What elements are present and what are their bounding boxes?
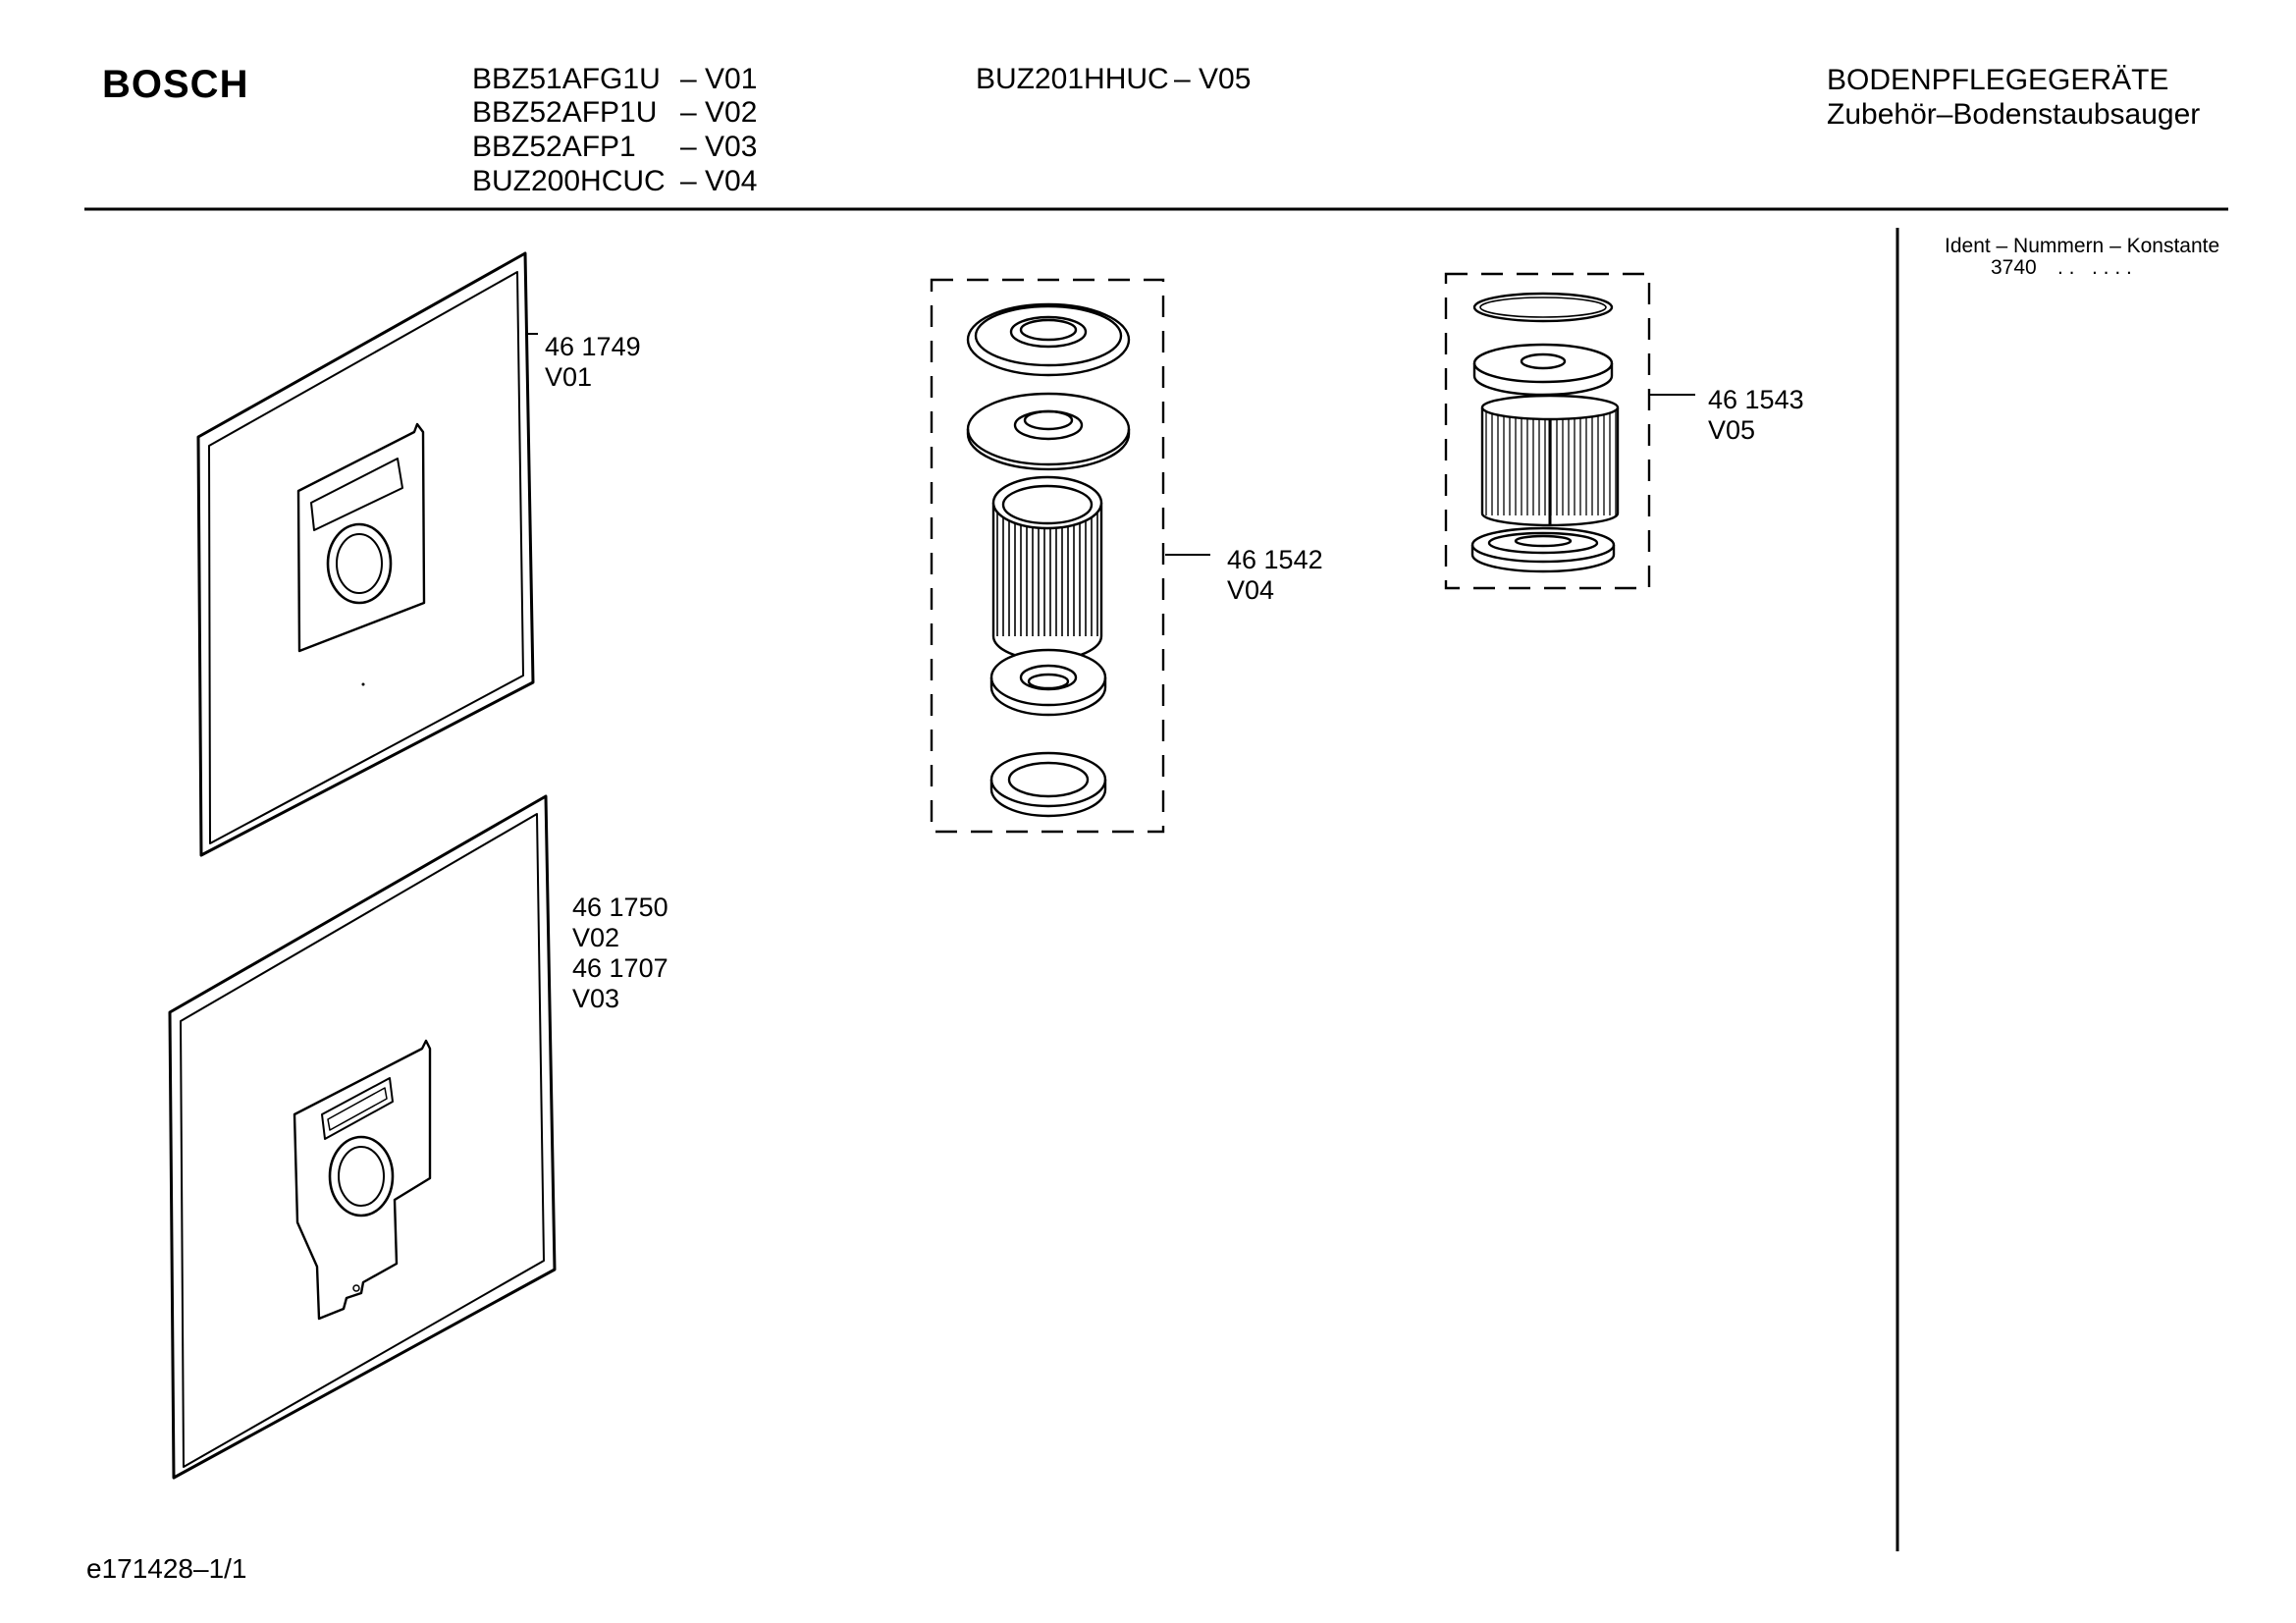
model-variant-2: – V02	[680, 96, 758, 129]
filter-kit-v04	[930, 278, 1165, 834]
part-number-461750: 46 1750	[572, 893, 668, 922]
part-number-461707: 46 1707	[572, 953, 668, 983]
ident-label: Ident – Nummern – Konstante	[1945, 235, 2220, 257]
part-variant-v02: V02	[572, 923, 620, 952]
model-variant-3: – V03	[680, 131, 758, 163]
model-code-1: BBZ51AFG1U	[472, 63, 661, 95]
part-variant-v04: V04	[1227, 575, 1275, 605]
part-number-461543: 46 1543	[1708, 385, 1804, 414]
part-variant-v03: V03	[572, 984, 620, 1013]
ident-value: 3740	[1991, 256, 2037, 279]
model-code-4: BUZ200HCUC	[472, 165, 666, 197]
dust-bag-v01	[196, 251, 535, 857]
ident-dots: . . . . . .	[2057, 256, 2132, 279]
dust-bag-v02-v03	[168, 794, 557, 1480]
subcategory-title: Zubehör–Bodenstaubsauger	[1827, 98, 2201, 131]
model-code-3: BBZ52AFP1	[472, 131, 636, 163]
model-code-2: BBZ52AFP1U	[472, 96, 658, 129]
model-variant-4: – V04	[680, 165, 758, 197]
model-variant-5: – V05	[1174, 63, 1252, 95]
part-variant-v01: V01	[545, 362, 593, 392]
part-number-461749: 46 1749	[545, 332, 641, 361]
part-number-461542: 46 1542	[1227, 545, 1323, 574]
filter-kit-v05	[1444, 272, 1651, 590]
model-variant-1: – V01	[680, 63, 758, 95]
model-code-5: BUZ201HHUC	[976, 63, 1169, 95]
drawing-id: e171428–1/1	[86, 1553, 247, 1584]
brand-logo: BOSCH	[102, 63, 249, 106]
part-variant-v05: V05	[1708, 415, 1756, 445]
category-title: BODENPFLEGEGERÄTE	[1827, 64, 2169, 96]
